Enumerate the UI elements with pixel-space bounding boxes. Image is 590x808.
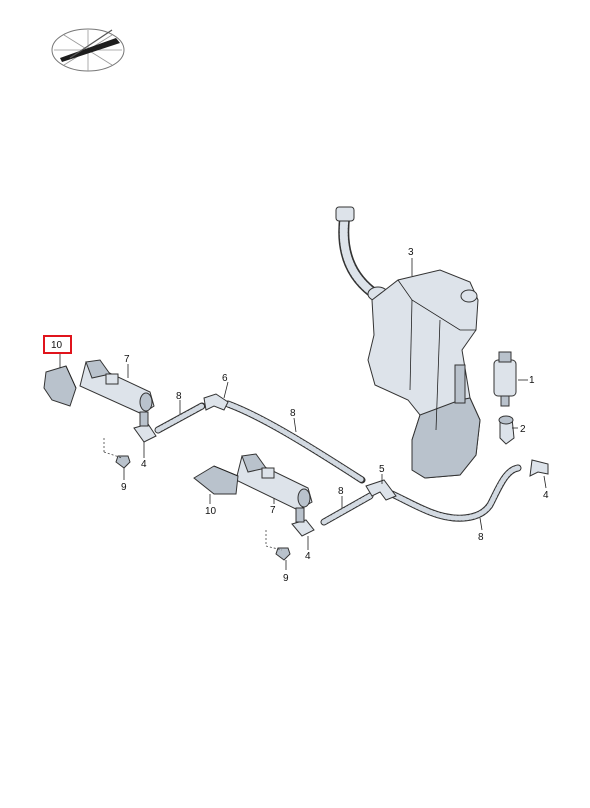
hose-short-left[interactable] (154, 402, 206, 434)
callout-3[interactable]: 3 (408, 247, 414, 258)
washer-pump[interactable] (493, 351, 517, 407)
nozzle-elbow-lower[interactable] (291, 507, 315, 537)
callout-7-lower[interactable]: 7 (270, 505, 276, 516)
callout-8-short-lower[interactable]: 8 (338, 486, 344, 497)
callout-4-upper[interactable]: 4 (141, 459, 147, 470)
callout-6[interactable]: 6 (222, 373, 228, 384)
callout-8-main-right[interactable]: 8 (478, 532, 484, 543)
wiper-compass-logo-icon (51, 28, 125, 72)
callout-10-upper[interactable]: 10 (51, 340, 63, 351)
washer-fluid-reservoir[interactable] (335, 206, 481, 479)
callout-2[interactable]: 2 (520, 424, 526, 435)
callout-9-upper[interactable]: 9 (121, 482, 127, 493)
headlamp-washer-jet-upper[interactable] (79, 359, 155, 415)
screw-upper[interactable] (115, 455, 131, 469)
nozzle-cover-lower[interactable] (193, 465, 239, 495)
callout-9-lower[interactable]: 9 (283, 573, 289, 584)
elbow-connector-right[interactable] (529, 459, 549, 477)
callout-4-right[interactable]: 4 (543, 490, 549, 501)
callout-1[interactable]: 1 (529, 375, 535, 386)
callout-8-upper-long[interactable]: 8 (290, 408, 296, 419)
callout-7-upper[interactable]: 7 (124, 354, 130, 365)
hose-short-lower[interactable] (320, 492, 374, 526)
t-connector[interactable] (365, 479, 397, 501)
callout-5[interactable]: 5 (379, 464, 385, 475)
highlight-box-callout-10 (43, 335, 72, 354)
callout-4-lower[interactable]: 4 (305, 551, 311, 562)
callout-10-lower[interactable]: 10 (205, 506, 217, 517)
callout-8-short-left[interactable]: 8 (176, 391, 182, 402)
hose-upper-long[interactable] (224, 400, 366, 484)
hose-main-right[interactable] (388, 464, 522, 522)
pump-grommet[interactable] (498, 415, 515, 445)
screw-lower[interactable] (275, 547, 291, 561)
leader-lines (59, 258, 547, 570)
nozzle-cover-upper[interactable] (43, 365, 77, 407)
elbow-connector-upper[interactable] (203, 393, 229, 411)
nozzle-elbow-upper[interactable] (133, 411, 157, 443)
